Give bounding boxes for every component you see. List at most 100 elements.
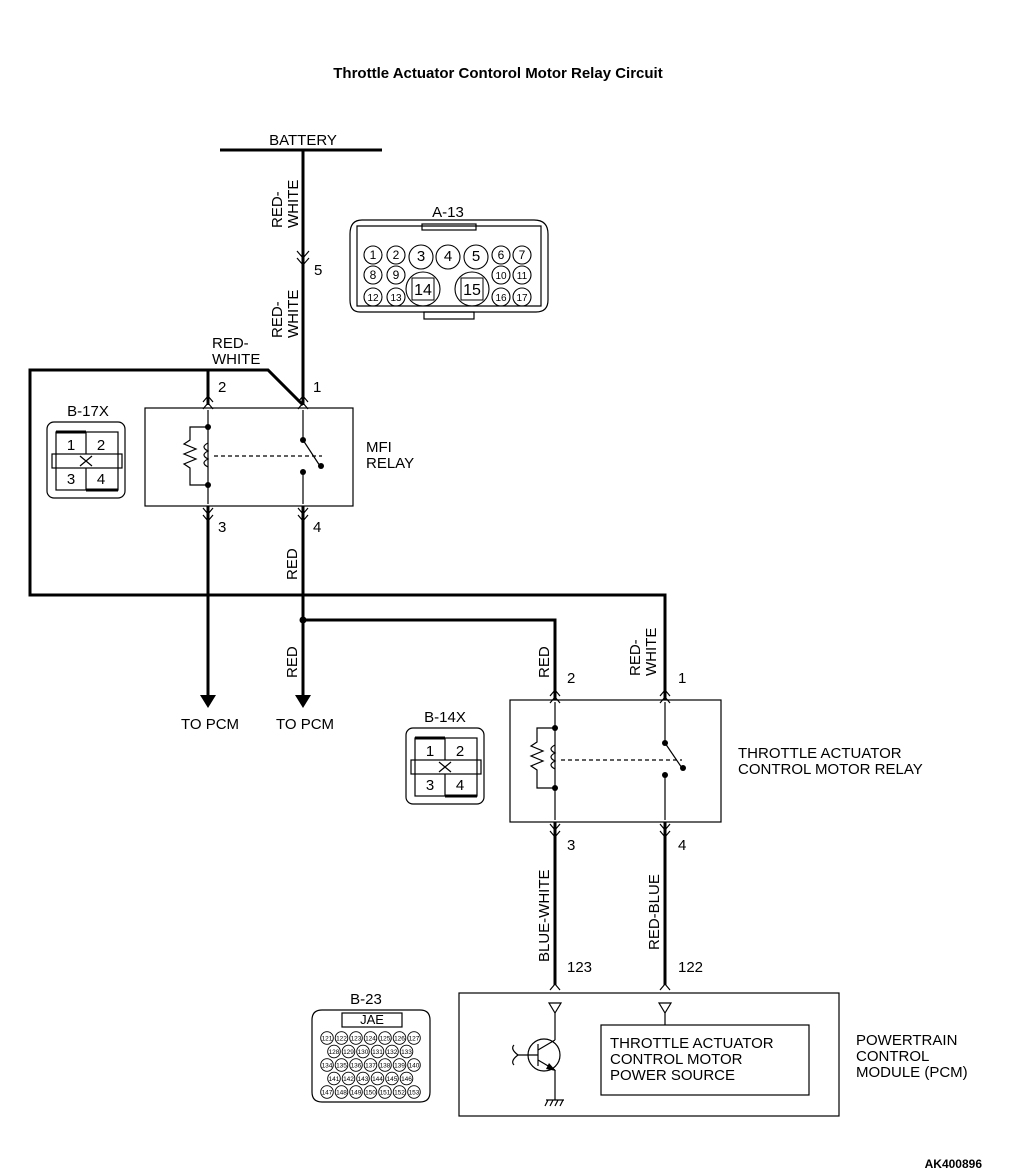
- tacm-relay-coil: [529, 702, 682, 820]
- a13-pin: [363, 245, 383, 265]
- a13-pin-label: 13: [390, 293, 402, 304]
- svg-text:JAE: JAE: [360, 1012, 384, 1027]
- b23-pin-label: 151: [380, 1089, 391, 1096]
- a13-pin: [386, 287, 406, 307]
- tacm-conn-mark-2: [549, 689, 561, 704]
- b23-pin-label: 133: [401, 1049, 412, 1056]
- pin-mfi-2: 2: [218, 379, 226, 396]
- a13-pin-label: 1: [370, 248, 377, 262]
- battery-label: BATTERY: [269, 132, 337, 149]
- b23-pin: [378, 1031, 392, 1045]
- pin-mfi-1: 1: [313, 379, 321, 396]
- b23-pin: [334, 1058, 349, 1072]
- a13-pin: [512, 245, 532, 265]
- to-pcm-left-arrow: [200, 695, 216, 708]
- tacm-conn-mark-1: [659, 689, 671, 704]
- b23-pin-label: 131: [372, 1049, 383, 1056]
- b23-pin: [356, 1044, 370, 1059]
- wire-label-relay-pin4: RED: [284, 548, 301, 580]
- to-pcm-left-label: TO PCM: [181, 716, 239, 733]
- b23-pin-label: 129: [343, 1049, 354, 1056]
- svg-text:3: 3: [426, 777, 434, 794]
- b23-pin: [341, 1071, 356, 1086]
- diagram-title: Throttle Actuator Contorol Motor Relay C…: [333, 65, 662, 82]
- mfi-relay-box: [144, 407, 354, 507]
- b23-pin: [320, 1085, 334, 1099]
- tacm-relay-box: [509, 699, 722, 823]
- b23-pin: [385, 1044, 399, 1059]
- b23-pin-label: 134: [322, 1062, 333, 1069]
- b23-pin: [320, 1031, 334, 1045]
- b23-pin: [334, 1085, 349, 1099]
- b23-pin-label: 148: [336, 1089, 347, 1096]
- b23-pin-label: 137: [365, 1062, 376, 1069]
- pin-tacm-2: 2: [567, 670, 575, 687]
- a13-pin: [512, 265, 532, 285]
- a13-pin: [463, 244, 489, 270]
- a13-pin-label: 3: [417, 248, 425, 265]
- svg-text:2: 2: [97, 437, 105, 454]
- b23-pin-label: 153: [409, 1089, 420, 1096]
- b23-pin-label: 124: [365, 1035, 376, 1042]
- b23-pin-label: 143: [358, 1076, 369, 1083]
- b23-pin: [363, 1031, 378, 1045]
- a13-pin-label: 16: [495, 293, 507, 304]
- pin-mfi-4: 4: [313, 519, 321, 536]
- b23-pin: [407, 1085, 421, 1099]
- b23-pin: [356, 1071, 370, 1086]
- b23-pin-label: 142: [343, 1076, 354, 1083]
- b23-pin-label: 130: [358, 1049, 369, 1056]
- a13-pin-label: 6: [498, 248, 505, 262]
- connector-b17x: 1 2 3 4: [46, 421, 126, 499]
- mfi-conn-mark-1: [297, 395, 309, 410]
- relay-pin2-wire: [206, 368, 305, 407]
- a13-pin: [386, 245, 406, 265]
- b23-pin-label: 141: [329, 1076, 340, 1083]
- connector-mark-5: [296, 250, 310, 266]
- a13-pin-label: 9: [393, 268, 400, 282]
- b23-pin-label: 132: [387, 1049, 398, 1056]
- footer-code: AK400896: [925, 1157, 983, 1171]
- b23-pin: [378, 1085, 392, 1099]
- pcm-transistor: [512, 1038, 564, 1107]
- tacm-relay-switch: [662, 702, 686, 820]
- wire-label-to-pcm-red: RED: [284, 646, 301, 678]
- connector-b17x-label: B-17X: [67, 403, 109, 420]
- b23-pin-label: 128: [329, 1049, 340, 1056]
- a13-pin-label: 7: [519, 248, 526, 262]
- mfi-relay-switch: [300, 410, 324, 504]
- wire-label-battery-upper: RED-WHITE: [269, 180, 302, 228]
- a13-pin: [405, 271, 441, 307]
- b23-pin-label: 144: [372, 1076, 383, 1083]
- b23-pin: [392, 1085, 407, 1099]
- svg-text:2: 2: [456, 743, 464, 760]
- b23-pin-label: 150: [365, 1089, 376, 1096]
- pin-tacm-3: 3: [567, 837, 575, 854]
- wire-label-battery-lower: RED-WHITE: [269, 290, 302, 338]
- b23-pin-label: 146: [401, 1076, 412, 1083]
- a13-pin: [491, 265, 511, 285]
- b23-pin-label: 122: [336, 1035, 347, 1042]
- b23-pin: [363, 1085, 378, 1099]
- a13-pin-label: 8: [370, 268, 377, 282]
- svg-text:1: 1: [426, 743, 434, 760]
- svg-text:3: 3: [67, 471, 75, 488]
- connector-b23-label: B-23: [350, 991, 382, 1008]
- b23-pin: [349, 1031, 363, 1045]
- connector-a13-label: A-13: [432, 204, 464, 221]
- tacm-pin2-wire: [303, 618, 557, 700]
- b23-pin-label: 138: [380, 1062, 391, 1069]
- b23-pin-label: 126: [394, 1035, 405, 1042]
- b23-pin-label: 147: [322, 1089, 333, 1096]
- a13-pin: [386, 265, 406, 285]
- b23-pin-label: 145: [387, 1076, 398, 1083]
- a13-pin: [363, 265, 383, 285]
- svg-text:1: 1: [67, 437, 75, 454]
